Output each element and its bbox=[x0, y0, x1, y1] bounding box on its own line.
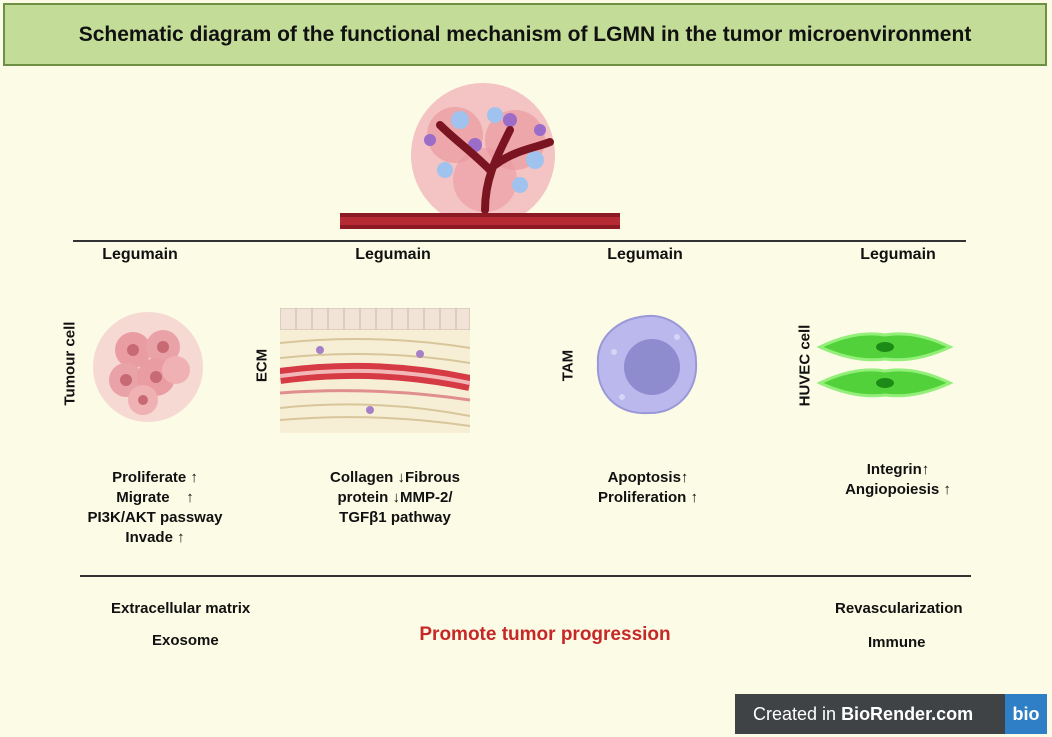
legumain-header-3: Legumain bbox=[607, 246, 683, 263]
ecm-label: ECM bbox=[253, 348, 271, 383]
watermark-prefix: Created in bbox=[753, 703, 842, 724]
effect-line: Proliferate ↑ bbox=[112, 469, 198, 486]
tumour-cell-cluster-illustration bbox=[93, 312, 203, 422]
tam-macrophage-illustration bbox=[596, 314, 698, 415]
diagram-title: Schematic diagram of the functional mech… bbox=[78, 22, 972, 46]
effect-line: TGFβ1 pathway bbox=[339, 509, 451, 526]
effect-line: PI3K/AKT passway bbox=[87, 509, 223, 526]
bottom-divider bbox=[80, 575, 971, 577]
ecm-illustration bbox=[280, 308, 470, 433]
effect-line: Proliferation ↑ bbox=[597, 489, 698, 506]
title-banner: Schematic diagram of the functional mech… bbox=[3, 3, 1047, 66]
watermark-brand: BioRender.com bbox=[841, 703, 974, 724]
effect-line: Invade ↑ bbox=[125, 529, 185, 546]
tumor-microenvironment-illustration bbox=[340, 83, 620, 229]
effect-line: Collagen ↓Fibrous bbox=[329, 469, 460, 486]
legumain-header-2: Legumain bbox=[355, 246, 431, 263]
tumour-cell-label: Tumour cell bbox=[61, 321, 79, 406]
effect-line: protein ↓MMP-2/ bbox=[337, 489, 453, 506]
top-divider bbox=[73, 240, 966, 242]
effect-line: Integrin↑ bbox=[866, 461, 930, 478]
huvec-effects: Integrin↑ Angiopoiesis ↑ bbox=[798, 460, 998, 500]
tam-effects: Apoptosis↑ Proliferation ↑ bbox=[548, 468, 748, 508]
huvec-cell-illustration bbox=[816, 332, 954, 398]
footer-left-item: Exosome bbox=[152, 632, 219, 649]
effect-line: Angiopoiesis ↑ bbox=[845, 481, 951, 498]
footer-right-item: Revascularization bbox=[835, 600, 963, 617]
legumain-header-4: Legumain bbox=[860, 246, 936, 263]
tam-label: TAM bbox=[559, 349, 577, 382]
biorender-watermark: Created in BioRender.com bio bbox=[735, 694, 1047, 734]
huvec-cell-label: HUVEC cell bbox=[796, 324, 814, 407]
footer-right-item: Immune bbox=[868, 634, 926, 651]
effect-line: Migrate ↑ bbox=[116, 489, 194, 506]
legumain-header-1: Legumain bbox=[102, 246, 178, 263]
effect-line: Apoptosis↑ bbox=[607, 469, 689, 486]
biorender-logo-icon: bio bbox=[1005, 694, 1047, 734]
conclusion-text: Promote tumor progression bbox=[419, 624, 671, 645]
footer-left-item: Extracellular matrix bbox=[111, 600, 251, 617]
tumour-cell-effects: Proliferate ↑ Migrate ↑ PI3K/AKT passway… bbox=[55, 468, 255, 548]
ecm-effects: Collagen ↓Fibrous protein ↓MMP-2/ TGFβ1 … bbox=[295, 468, 495, 528]
